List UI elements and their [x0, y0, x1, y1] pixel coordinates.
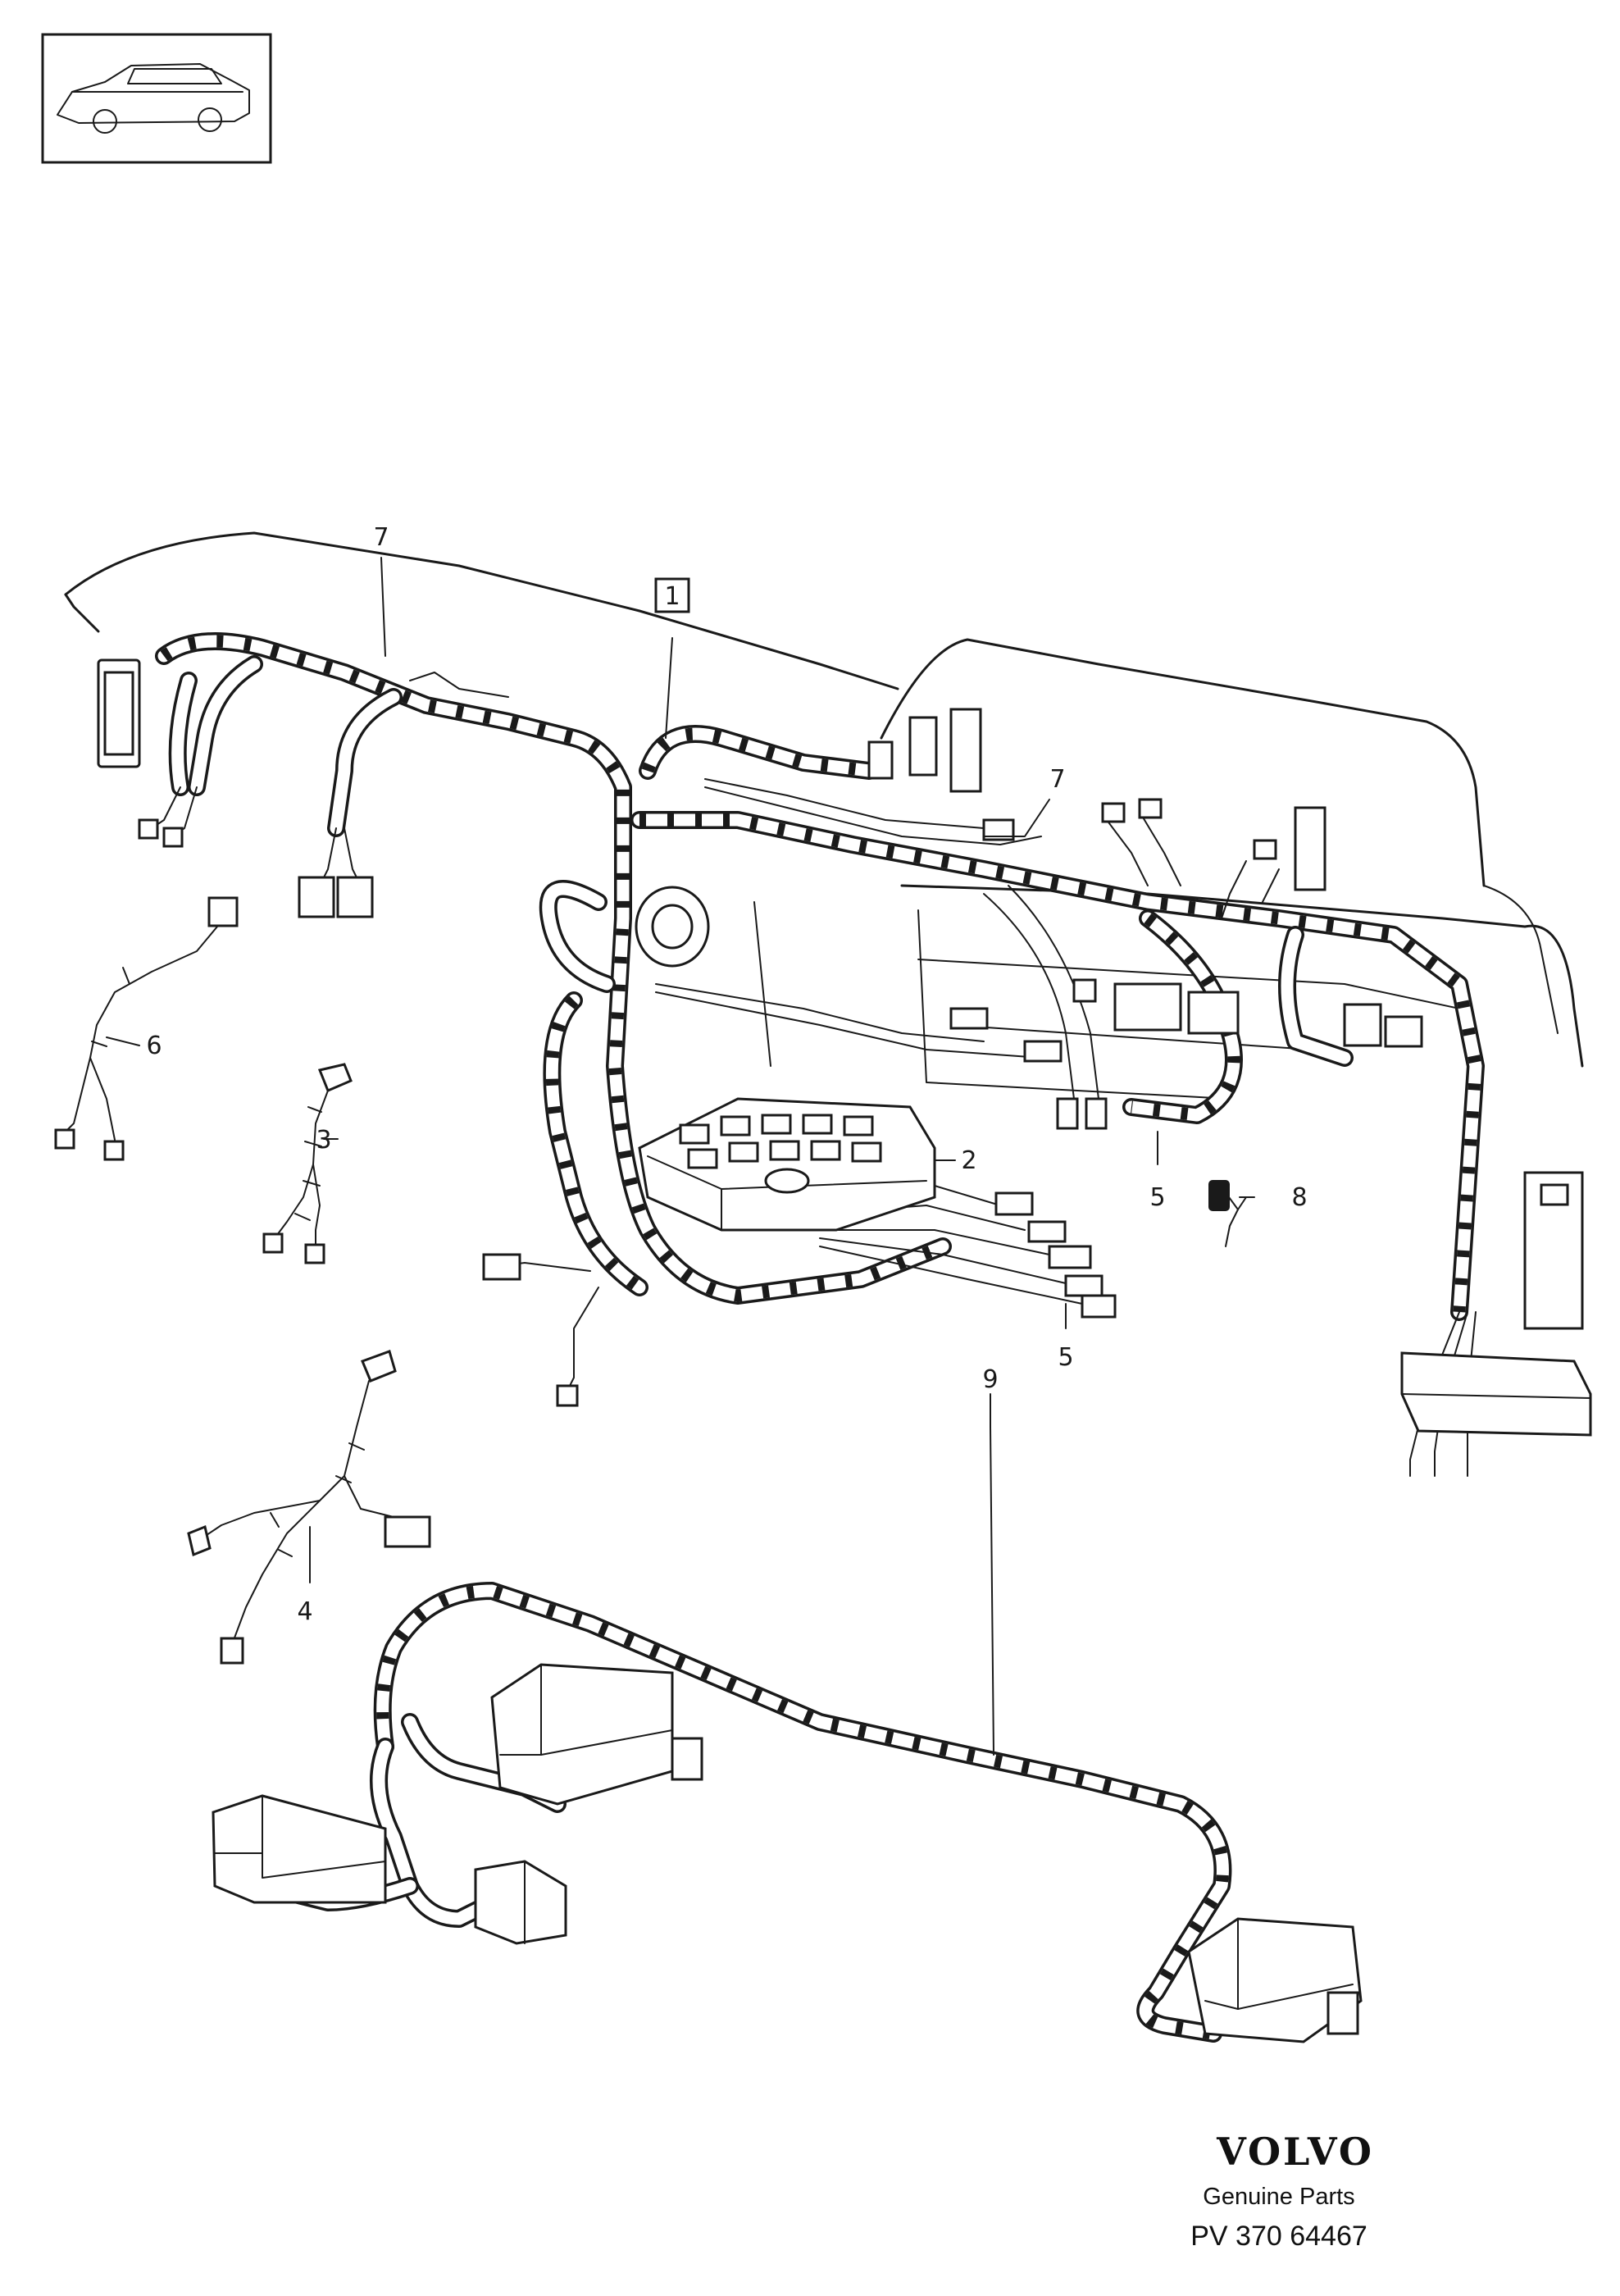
- callout-8: 8: [1291, 1183, 1307, 1212]
- right-multi-connector: [1400, 1171, 1592, 1437]
- callout-1-box: [654, 577, 690, 613]
- fuse-relay-center: [638, 1097, 936, 1232]
- vehicle-thumbnail: [41, 33, 272, 164]
- callout-9: 9: [982, 1365, 998, 1394]
- item-3-cable: [262, 1063, 353, 1264]
- brand-subtitle: Genuine Parts: [1203, 2184, 1354, 2210]
- callout-1: 1: [664, 582, 680, 611]
- brand-block: VOLVO Genuine Parts PV 370 64467: [1190, 2130, 1374, 2252]
- item-8-part: [1208, 1180, 1247, 1247]
- harness-branch-wires: [151, 672, 1477, 1477]
- item-9-harness: [212, 1582, 1363, 2043]
- callout-5-upper: 5: [1149, 1183, 1165, 1212]
- callout-7-left: 7: [373, 523, 389, 552]
- dashboard-outline: [64, 531, 1584, 1100]
- harness-connectors: [97, 658, 1423, 1407]
- main-harness-loom: [155, 632, 1485, 1321]
- brand-logo: VOLVO: [1216, 2130, 1374, 2174]
- item-4-cable: [187, 1350, 431, 1665]
- callout-5-lower: 5: [1058, 1343, 1073, 1372]
- callout-4: 4: [297, 1597, 312, 1626]
- callout-6: 6: [146, 1032, 162, 1060]
- callout-labels: 1 2 3 4 5 5 6 7 7 8 9: [146, 523, 1307, 1626]
- callout-7-right: 7: [1049, 765, 1065, 794]
- callout-3: 3: [316, 1126, 331, 1155]
- callout-leaders: [106, 557, 1255, 1756]
- item-6-cable: [54, 896, 239, 1161]
- part-number: PV 370 64467: [1190, 2221, 1367, 2252]
- callout-2: 2: [961, 1146, 976, 1175]
